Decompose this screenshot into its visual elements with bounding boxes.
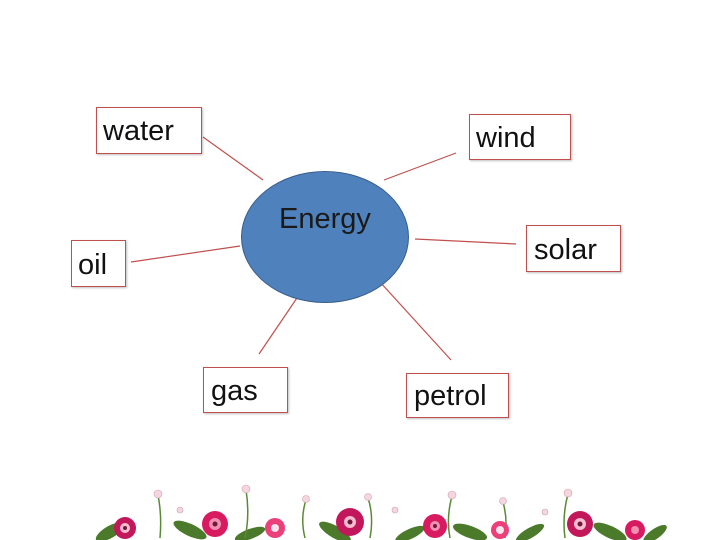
energy-hub-ellipse [241, 171, 409, 303]
node-wind-label: wind [476, 122, 536, 154]
node-wind: wind [469, 114, 571, 160]
connector-gas [258, 294, 300, 355]
node-water: water [96, 107, 202, 154]
node-water-label: water [103, 115, 174, 147]
node-solar: solar [526, 225, 621, 272]
connector-water [202, 136, 264, 181]
small-blossoms [153, 484, 573, 516]
connector-petrol [379, 281, 452, 361]
connector-solar [414, 238, 517, 245]
energy-hub-label: Energy [279, 203, 371, 235]
node-solar-label: solar [534, 234, 597, 266]
node-gas: gas [203, 367, 288, 413]
node-oil: oil [71, 240, 126, 287]
node-petrol: petrol [406, 373, 509, 418]
connector-oil [130, 245, 241, 263]
node-gas-label: gas [211, 375, 258, 407]
node-oil-label: oil [78, 249, 108, 281]
leaves [95, 520, 667, 540]
node-petrol-label: petrol [414, 380, 487, 412]
connector-wind [383, 152, 457, 181]
pink-flowers [114, 508, 645, 540]
flower-border-decoration [95, 484, 667, 540]
